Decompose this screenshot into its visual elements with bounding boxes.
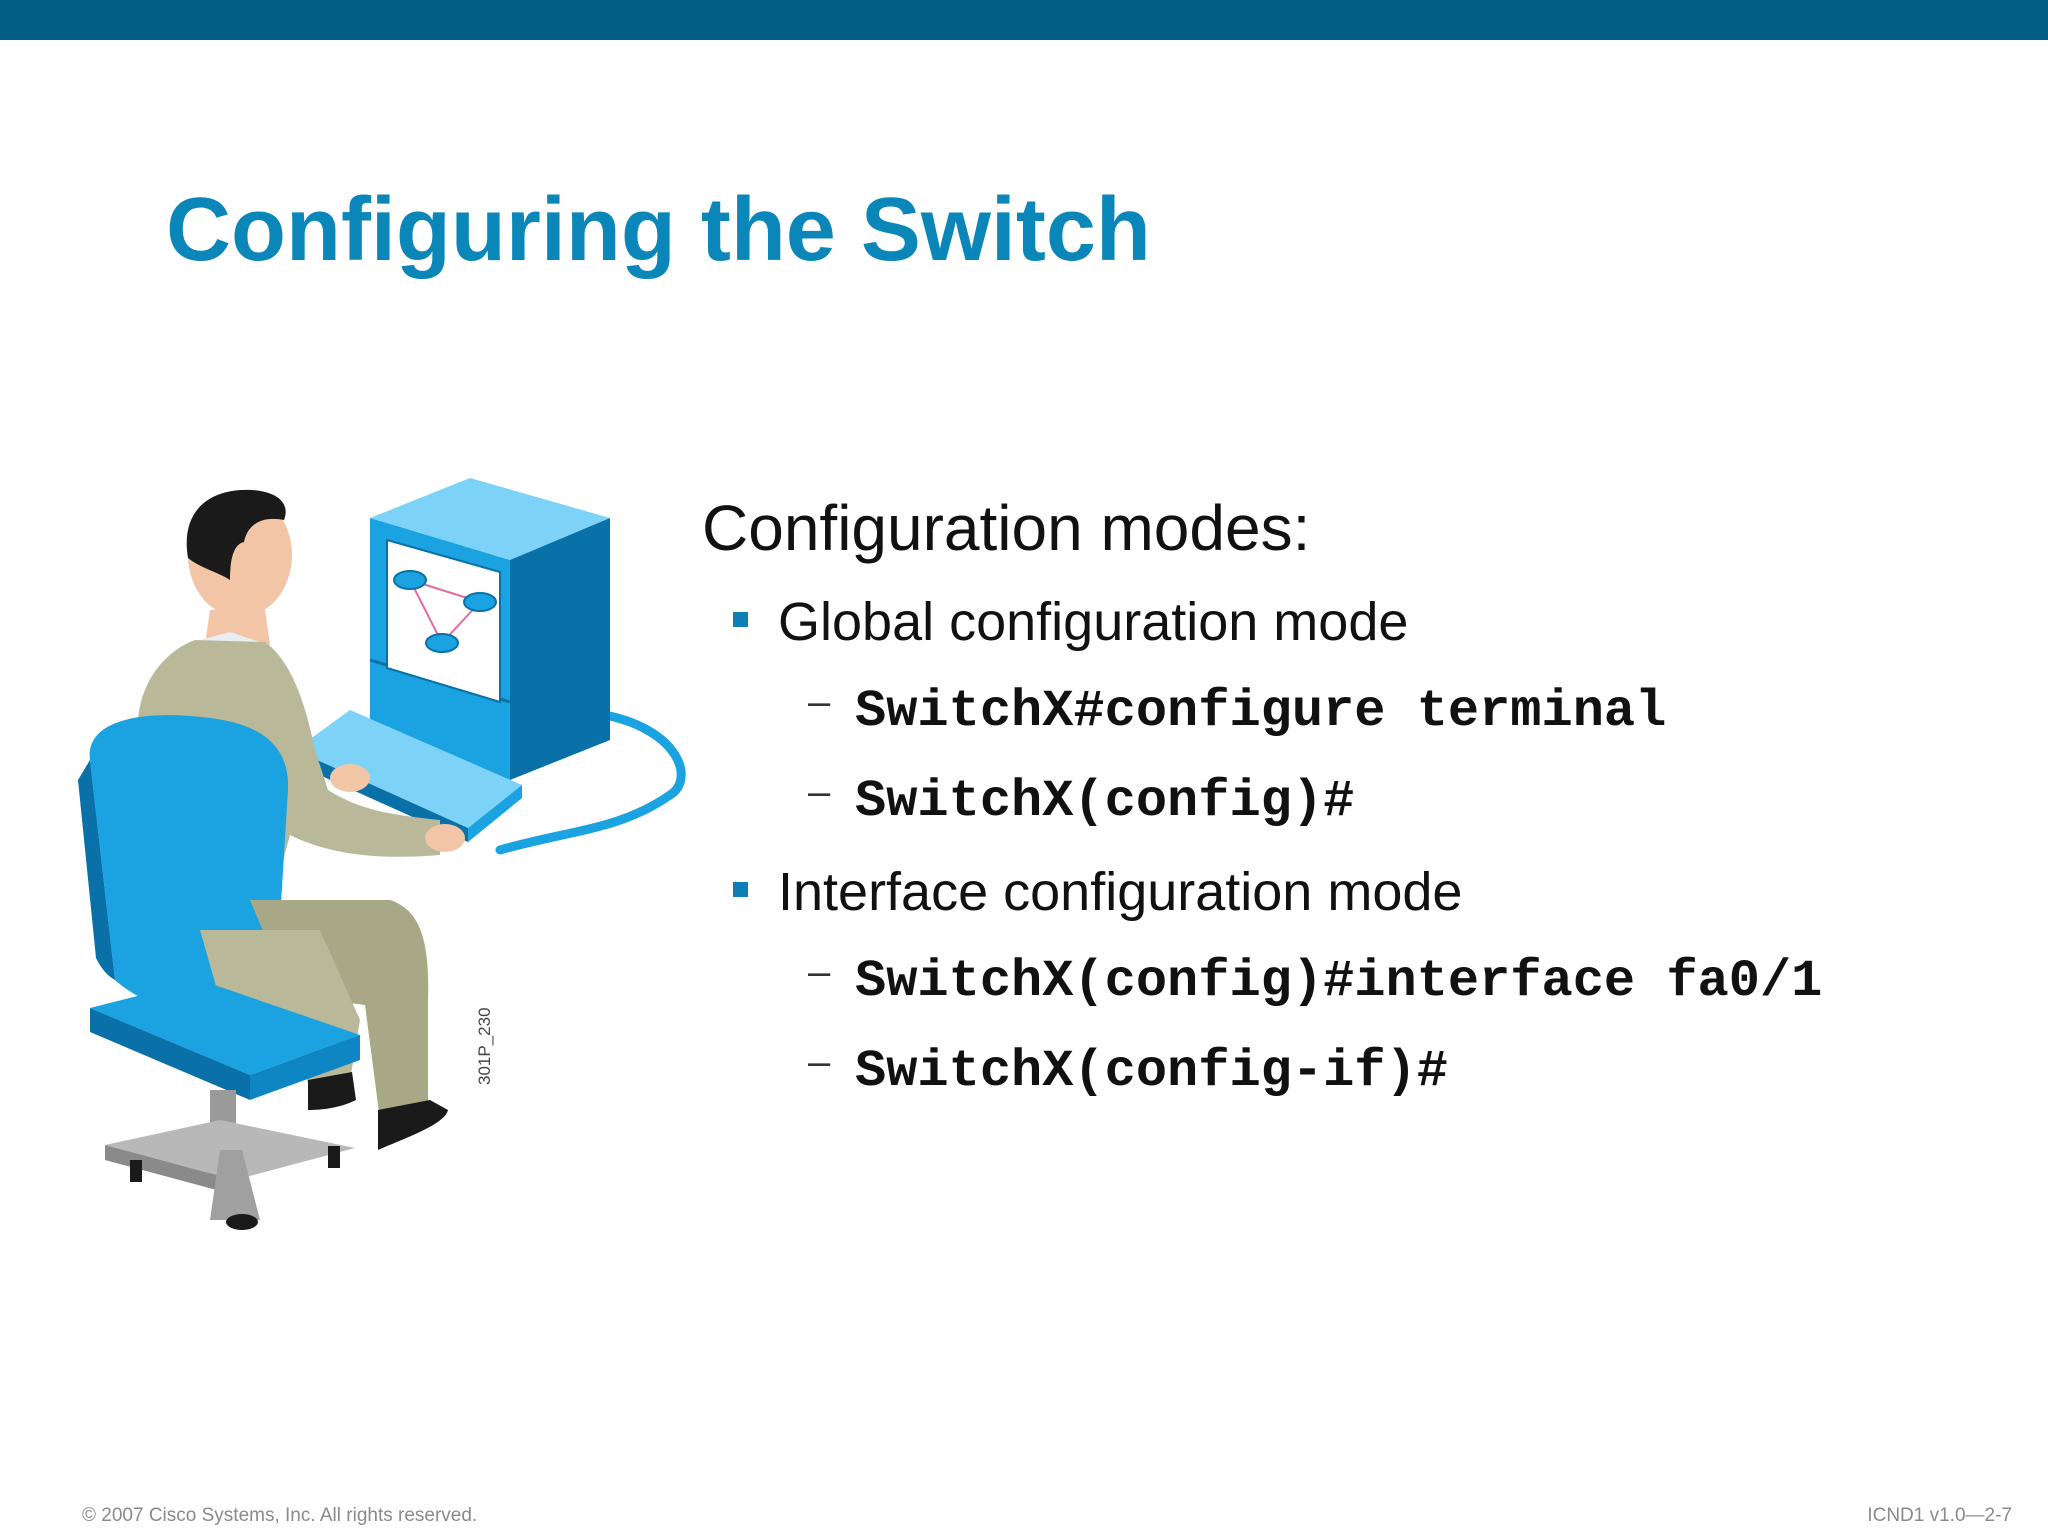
square-bullet-icon [733,882,748,897]
sub-bullet-item: – SwitchX(config)#interface fa0/1 [700,950,2000,1014]
bullet-label: Global configuration mode [778,592,1409,652]
content-heading: Configuration modes: [702,492,1311,564]
command-text: SwitchX(config-if)# [855,1042,1448,1101]
top-bar [0,0,2048,40]
slide-title: Configuring the Switch [166,180,1151,280]
bullet-item: Interface configuration mode [700,860,1900,924]
command-text: SwitchX(config)#interface fa0/1 [855,952,1823,1011]
dash-icon: – [808,770,831,814]
command-text: SwitchX(config)# [855,772,1355,831]
dash-icon: – [808,680,831,724]
router-icon [393,570,497,653]
sub-bullet-item: – SwitchX(config-if)# [700,1040,2000,1104]
person-at-computer-icon: 301P_230 [60,460,720,1260]
bullet-label: Interface configuration mode [778,862,1463,922]
dash-icon: – [808,1040,831,1084]
square-bullet-icon [733,612,748,627]
sub-bullet-item: – SwitchX#configure terminal [700,680,2000,744]
course-code-footer: ICND1 v1.0—2-7 [1867,1505,2012,1526]
sub-bullet-item: – SwitchX(config)# [700,770,2000,834]
command-text: SwitchX#configure terminal [855,682,1667,741]
bullet-item: Global configuration mode [700,590,1900,654]
figure-code: 301P_230 [475,1007,494,1085]
dash-icon: – [808,950,831,994]
copyright-footer: © 2007 Cisco Systems, Inc. All rights re… [82,1505,478,1526]
